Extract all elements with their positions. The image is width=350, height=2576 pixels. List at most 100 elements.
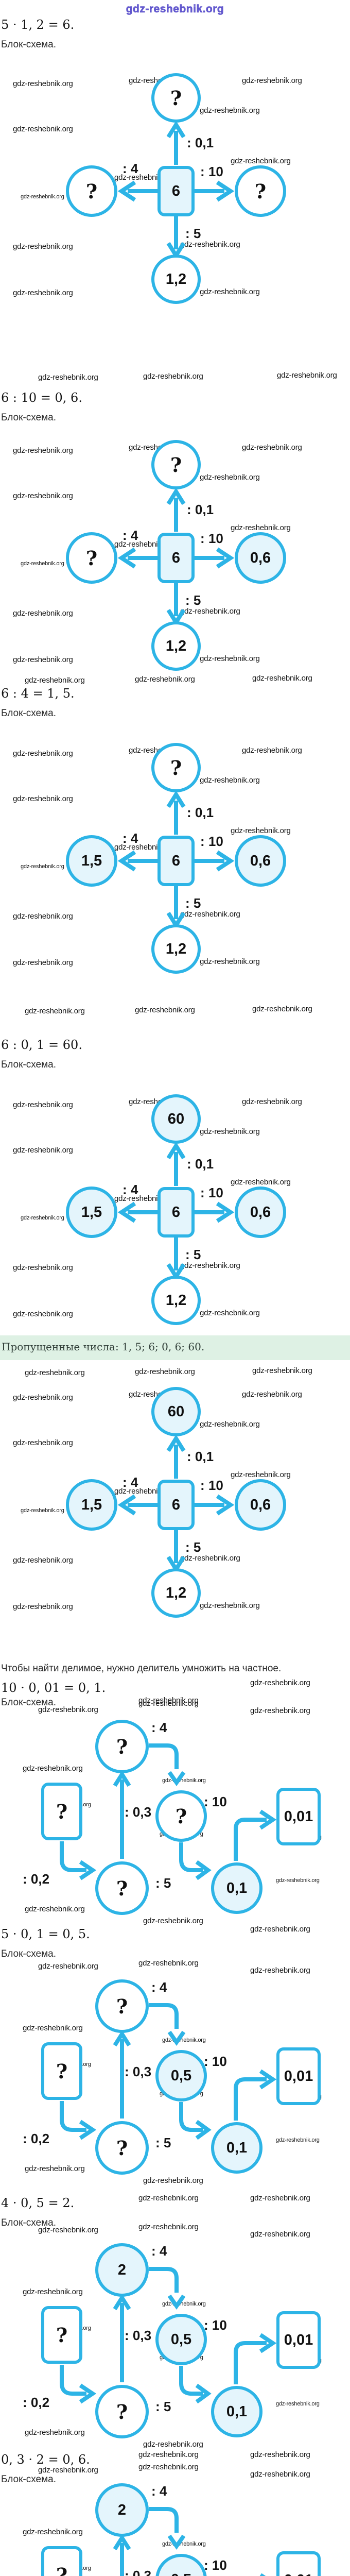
formula-line: 4 · 0, 5 = 2. — [1, 2196, 75, 2210]
site-watermark: gdz-reshebnik.org — [38, 2466, 98, 2475]
arrow-curve-right-icon — [60, 2101, 97, 2140]
site-watermark: gdz-reshebnik.org — [138, 2450, 199, 2459]
site-watermark: gdz-reshebnik.org — [231, 157, 291, 165]
site-watermark: gdz-reshebnik.org — [25, 2428, 85, 2437]
label-divide-by-5: : 5 — [155, 2135, 171, 2150]
label-divide-by-0-2: : 0,2 — [23, 2131, 50, 2146]
arrow-left-icon — [117, 180, 157, 202]
site-watermark: gdz-reshebnik.org — [13, 289, 73, 297]
label-divide-by-0-1: : 0,1 — [187, 1449, 214, 1464]
arrow-curve-right-icon — [60, 1841, 97, 1880]
formula-line: 5 · 1, 2 = 6. — [1, 18, 75, 32]
site-watermark: gdz-reshebnik.org — [21, 1215, 64, 1221]
blok-schema-label: Блок-схема. — [1, 708, 57, 719]
node-left-circle: 1,5 — [66, 1187, 117, 1238]
label-divide-by-0-2: : 0,2 — [23, 1871, 50, 1887]
label-divide-by-5: : 5 — [185, 1539, 201, 1555]
arrow-curve-down-icon — [149, 1743, 186, 1786]
site-watermark: gdz-reshebnik.org — [23, 1764, 83, 1773]
site-watermark: gdz-reshebnik.org — [242, 1097, 302, 1106]
site-watermark: gdz-reshebnik.org — [138, 2194, 199, 2202]
block-diagram-cross: ? ? 6 ? 1,2 : 0,1 : 4 : 10 : 5 — [0, 72, 350, 309]
site-watermark: gdz-reshebnik.org — [277, 371, 337, 380]
arrow-up-icon — [113, 2534, 131, 2576]
division-arrows — [60, 2003, 277, 2140]
site-watermark: gdz-reshebnik.org — [200, 1127, 260, 1136]
node-value: ? — [56, 2323, 68, 2347]
site-watermark: gdz-reshebnik.org — [200, 1601, 260, 1610]
blok-schema-label: Блок-схема. — [1, 1059, 57, 1070]
site-watermark: gdz-reshebnik.org — [250, 1679, 310, 1687]
label-divide-by-5: : 5 — [185, 226, 201, 241]
node-value: 6 — [171, 852, 181, 869]
arrow-curve-down-icon — [149, 2003, 186, 2046]
site-watermark: gdz-reshebnik.org — [200, 106, 260, 115]
arrow-up-icon — [113, 2294, 131, 2382]
site-watermark: gdz-reshebnik.org — [25, 1368, 85, 1377]
site-watermark: gdz-reshebnik.org — [135, 1006, 195, 1014]
site-watermark: gdz-reshebnik.org — [180, 607, 240, 616]
site-watermark: gdz-reshebnik.org — [276, 1877, 320, 1884]
arrow-down-icon — [166, 583, 186, 626]
site-watermark: gdz-reshebnik.org — [250, 2230, 310, 2239]
node-value: 1,2 — [165, 940, 187, 957]
label-divide-by-0-3: : 0,3 — [125, 2064, 152, 2079]
node-value: 1,5 — [81, 1204, 102, 1221]
site-watermark: gdz-reshebnik.org — [200, 654, 260, 663]
site-watermark: gdz-reshebnik.org — [231, 523, 291, 532]
site-watermark: gdz-reshebnik.org — [250, 2470, 310, 2479]
label-divide-by-0-1: : 0,1 — [187, 805, 214, 820]
division-arrows — [117, 1142, 235, 1281]
site-watermark: gdz-reshebnik.org — [25, 1007, 85, 1015]
site-watermark: gdz-reshebnik.org — [250, 1966, 310, 1975]
node-left-square: ? — [41, 2306, 82, 2364]
block-diagram-chain: ? 2 0,5 0,01 ? 0,1 : 0,2 : 0,3 : 4 : 5 :… — [0, 2219, 350, 2442]
site-watermark: gdz-reshebnik.org — [200, 776, 260, 785]
label-divide-by-10: : 10 — [200, 1478, 223, 1493]
site-watermark: gdz-reshebnik.org — [250, 2450, 310, 2459]
node-bottom-right-circle: 0,1 — [211, 1862, 262, 1914]
blok-schema-label: Блок-схема. — [1, 412, 57, 423]
label-divide-by-10: : 10 — [200, 834, 223, 849]
site-watermark: gdz-reshebnik.org — [13, 912, 73, 921]
site-watermark: gdz-reshebnik.org — [180, 240, 240, 249]
label-divide-by-10: : 10 — [204, 2317, 227, 2333]
site-watermark: gdz-reshebnik.org — [200, 1309, 260, 1317]
label-divide-by-10: : 10 — [204, 1794, 227, 1809]
site-watermark: gdz-reshebnik.org — [138, 1959, 199, 1968]
arrow-curve-upright-icon — [234, 2333, 277, 2384]
node-middle-circle: 0,5 — [155, 2050, 207, 2102]
division-arrows — [117, 487, 235, 626]
site-watermark: gdz-reshebnik.org — [138, 1699, 199, 1708]
node-bottom-left-circle: ? — [95, 1861, 149, 1915]
site-watermark: gdz-reshebnik.org — [242, 746, 302, 755]
site-watermark: gdz-reshebnik.org — [252, 1005, 312, 1013]
site-watermark: gdz-reshebnik.org — [242, 443, 302, 452]
formula-line: 5 · 0, 1 = 0, 5. — [1, 1927, 90, 1941]
arrow-left-icon — [117, 1494, 157, 1516]
node-left-circle: 1,5 — [66, 835, 117, 887]
node-value: ? — [116, 1994, 128, 2018]
node-left-square: ? — [41, 2042, 82, 2100]
node-left-square: ? — [41, 1783, 82, 1840]
node-left-circle: 1,5 — [66, 1479, 117, 1531]
site-watermark: gdz-reshebnik.org — [135, 675, 195, 684]
node-center-square: 6 — [157, 1480, 195, 1530]
site-watermark: gdz-reshebnik.org — [143, 2176, 203, 2185]
site-watermark: gdz-reshebnik.org — [180, 1261, 240, 1270]
label-divide-by-4: : 4 — [122, 161, 138, 176]
node-value: 0,6 — [250, 549, 271, 566]
node-right-square: 0,01 — [276, 2311, 321, 2369]
node-value: ? — [170, 756, 182, 779]
site-watermark: gdz-reshebnik.org — [21, 561, 64, 567]
node-value: 60 — [167, 1110, 185, 1127]
label-divide-by-0-3: : 0,3 — [125, 2328, 152, 2343]
site-watermark: gdz-reshebnik.org — [200, 957, 260, 966]
node-right-square: 0,01 — [276, 2551, 321, 2576]
arrow-up-icon — [166, 1434, 186, 1479]
arrow-up-icon — [113, 1770, 131, 1859]
node-bottom-left-circle: ? — [95, 2385, 149, 2438]
site-watermark: gdz-reshebnik.org — [252, 674, 312, 683]
site-watermark: gdz-reshebnik.org — [13, 1263, 73, 1272]
